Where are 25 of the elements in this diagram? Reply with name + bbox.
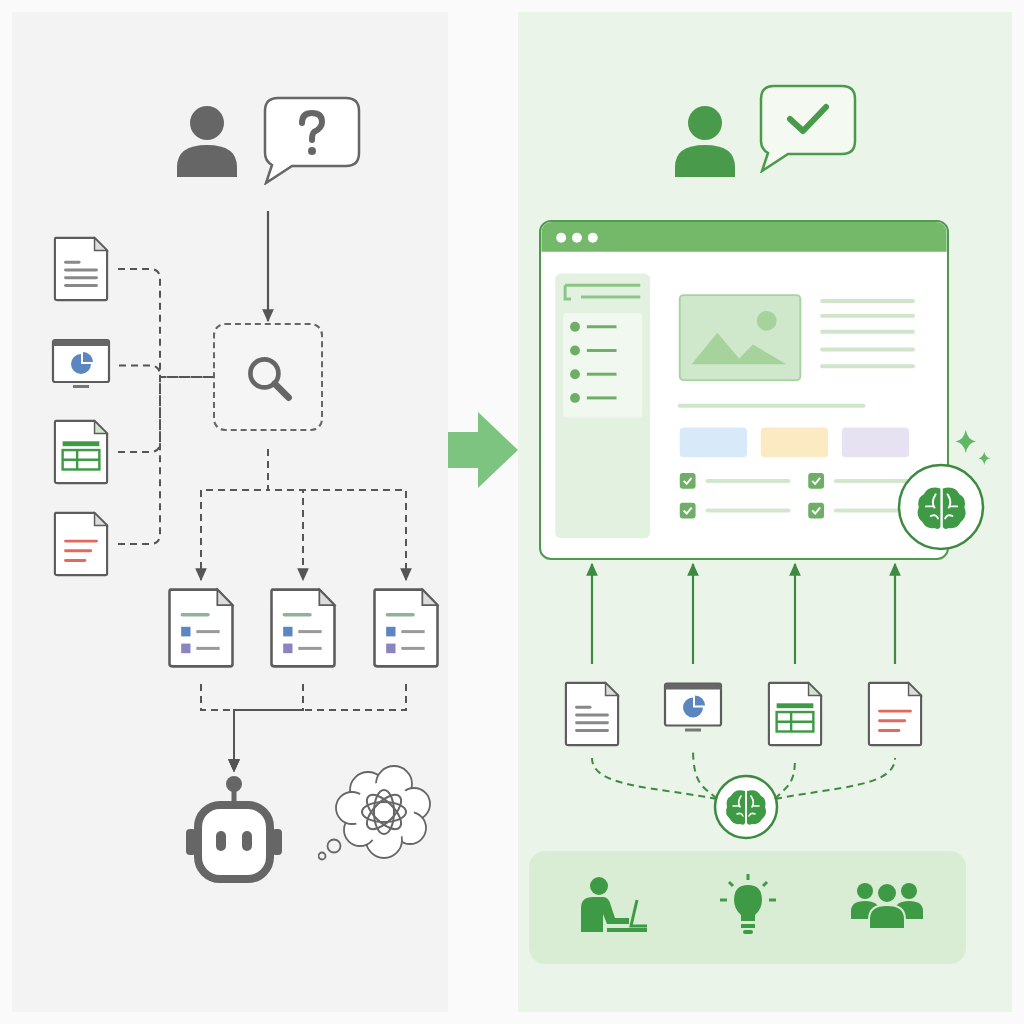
- arrow: [228, 683, 407, 773]
- arrow: [789, 562, 801, 664]
- arrow: [267, 448, 412, 582]
- left-panel: [12, 12, 448, 1012]
- dashed-connector: [774, 757, 896, 800]
- arrow: [586, 562, 598, 664]
- arrow: [889, 562, 901, 664]
- result-document-icon: [371, 586, 441, 670]
- brain-circle-icon: [713, 774, 779, 840]
- pdf-document-icon: [52, 510, 110, 578]
- arrow: [687, 562, 699, 664]
- result-document-icon: [268, 586, 338, 670]
- big-arrow: [448, 412, 518, 488]
- right-panel: [518, 12, 1012, 1012]
- result-document-icon: [166, 586, 236, 670]
- text-document-icon: [563, 680, 621, 748]
- text-document-icon: [52, 235, 110, 303]
- arrow: [262, 211, 274, 323]
- spreadsheet-document-icon: [766, 680, 824, 748]
- question-speech-bubble: [262, 95, 362, 185]
- spreadsheet-document-icon: [52, 418, 110, 486]
- dashed-connector: [117, 376, 214, 545]
- pdf-document-icon: [866, 680, 924, 748]
- search-box: [213, 323, 323, 431]
- dashed-connector: [591, 757, 718, 800]
